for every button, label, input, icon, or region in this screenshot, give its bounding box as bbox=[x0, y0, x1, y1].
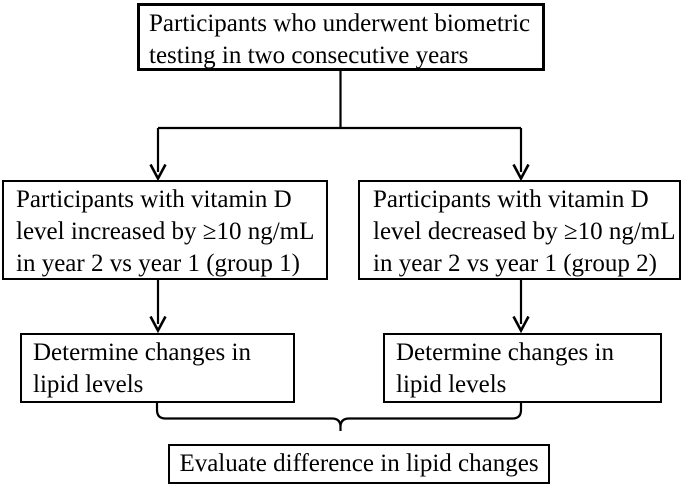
arrowhead-to-group2 bbox=[512, 163, 530, 182]
node-text-line: Determine changes in bbox=[396, 339, 614, 366]
node-text-line: Determine changes in bbox=[33, 339, 251, 366]
node-text-line: lipid levels bbox=[396, 371, 507, 398]
node-text-line: in year 2 vs year 1 (group 1) bbox=[16, 250, 300, 277]
node-text-line: Evaluate difference in lipid changes bbox=[179, 450, 539, 477]
node-text-line: level increased by ≥10 ng/mL bbox=[16, 218, 315, 245]
node-text-line: in year 2 vs year 1 (group 2) bbox=[373, 250, 657, 277]
node-determine-changes-right: Determine changes in lipid levels bbox=[383, 333, 662, 403]
arrowhead-to-group1 bbox=[149, 163, 167, 182]
merge-brace-connector bbox=[155, 402, 523, 431]
node-determine-changes-left: Determine changes in lipid levels bbox=[20, 333, 295, 403]
node-text-line: Participants with vitamin D bbox=[373, 186, 649, 213]
node-text-line: Participants with vitamin D bbox=[16, 186, 292, 213]
node-group2-vitamin-d-decreased: Participants with vitamin D level decrea… bbox=[358, 180, 681, 280]
node-evaluate-difference: Evaluate difference in lipid changes bbox=[168, 444, 550, 484]
connector-split-lines bbox=[156, 69, 523, 324]
node-text-line: testing in two consecutive years bbox=[149, 42, 469, 69]
node-text-line: level decreased by ≥10 ng/mL bbox=[373, 218, 676, 245]
node-group1-vitamin-d-increased: Participants with vitamin D level increa… bbox=[2, 180, 328, 280]
arrowhead-to-determine1 bbox=[149, 315, 167, 334]
arrowhead-to-determine2 bbox=[512, 315, 530, 334]
node-text-line: lipid levels bbox=[33, 371, 144, 398]
node-text-line: Participants who underwent biometric bbox=[149, 10, 531, 37]
node-participants-biometric: Participants who underwent biometric tes… bbox=[137, 3, 545, 71]
